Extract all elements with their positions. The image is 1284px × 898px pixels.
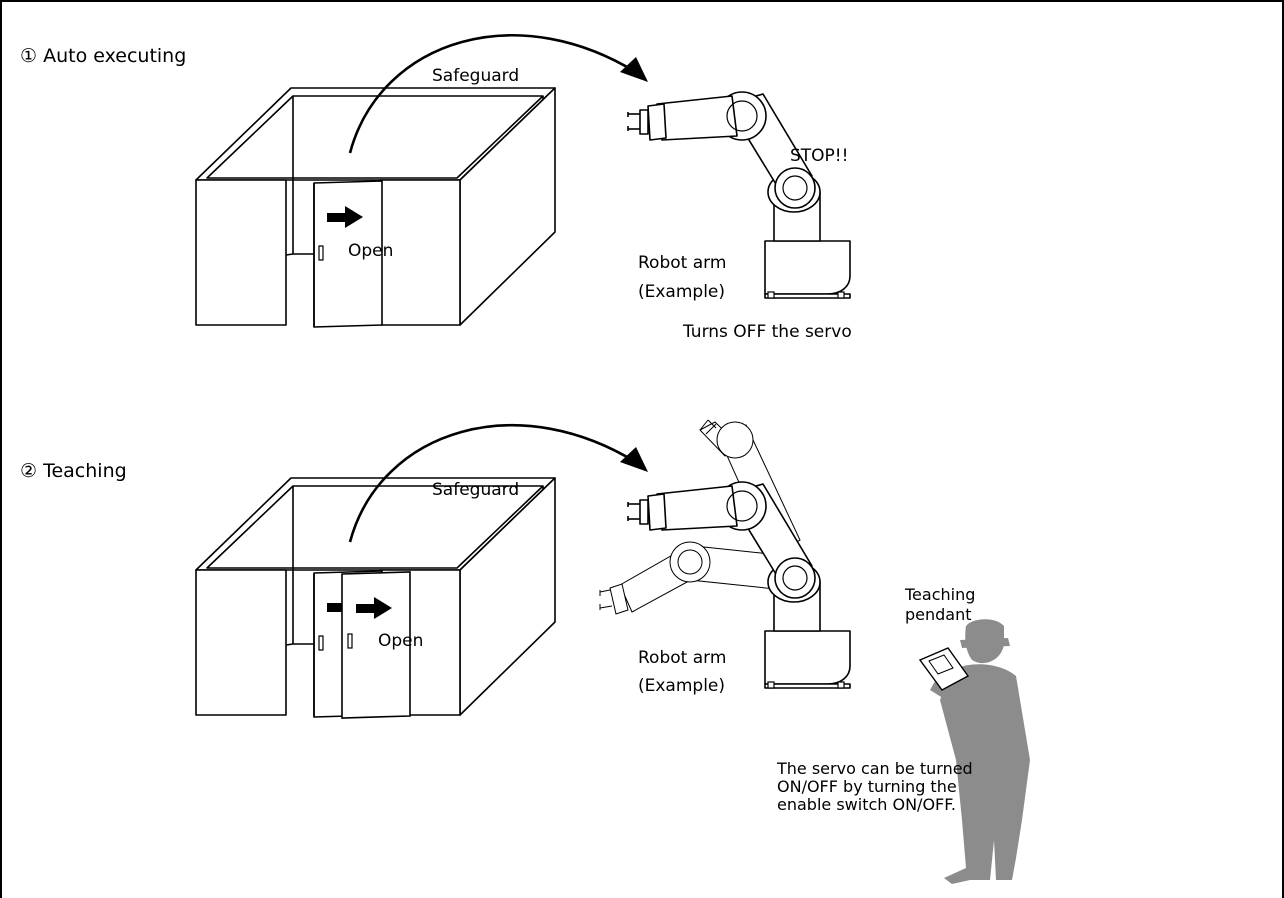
robot-arm-label-2: Robot arm	[638, 648, 727, 668]
robot-arm-label-1: Robot arm	[638, 253, 727, 273]
door-open-label-1: Open	[348, 241, 394, 261]
arrowhead-2	[620, 447, 648, 472]
teaching-pendant-label-line1: Teaching	[905, 585, 976, 604]
arrowhead-1	[620, 57, 648, 82]
teaching-pendant-label-line2: pendant	[905, 605, 972, 624]
section2-diagram	[195, 419, 1030, 884]
section1-number: ①	[20, 45, 38, 67]
section1-heading: ① Auto executing	[20, 46, 186, 66]
teaching-pendant-icon	[918, 647, 970, 691]
section2-heading: ② Teaching	[20, 461, 127, 481]
safeguard-label-1: Safeguard	[432, 66, 520, 86]
safeguard-enclosure-1	[195, 87, 556, 328]
robot-example-label-2: (Example)	[638, 676, 726, 696]
robot-example-label-1: (Example)	[638, 282, 726, 302]
servo-off-note: Turns OFF the servo	[683, 322, 852, 342]
door-to-robot-arrow-2	[348, 424, 646, 543]
safeguard-label-2: Safeguard	[432, 480, 520, 500]
enable-switch-note-line1: The servo can be turned	[777, 759, 973, 778]
open-arrow-2	[356, 597, 392, 619]
section2-number: ②	[20, 460, 38, 482]
section2-heading-text: Teaching	[43, 460, 127, 482]
robot-arm-ghost-lower	[599, 541, 786, 615]
enable-switch-note-line3: enable switch ON/OFF.	[777, 795, 956, 814]
door-to-robot-arrow-1	[348, 34, 646, 154]
section1-heading-text: Auto executing	[43, 45, 187, 67]
enable-switch-note-line2: ON/OFF by turning the	[777, 777, 957, 796]
section1-diagram	[195, 34, 851, 328]
door-open-label-2: Open	[378, 631, 424, 651]
stop-label: STOP!!	[790, 146, 849, 166]
